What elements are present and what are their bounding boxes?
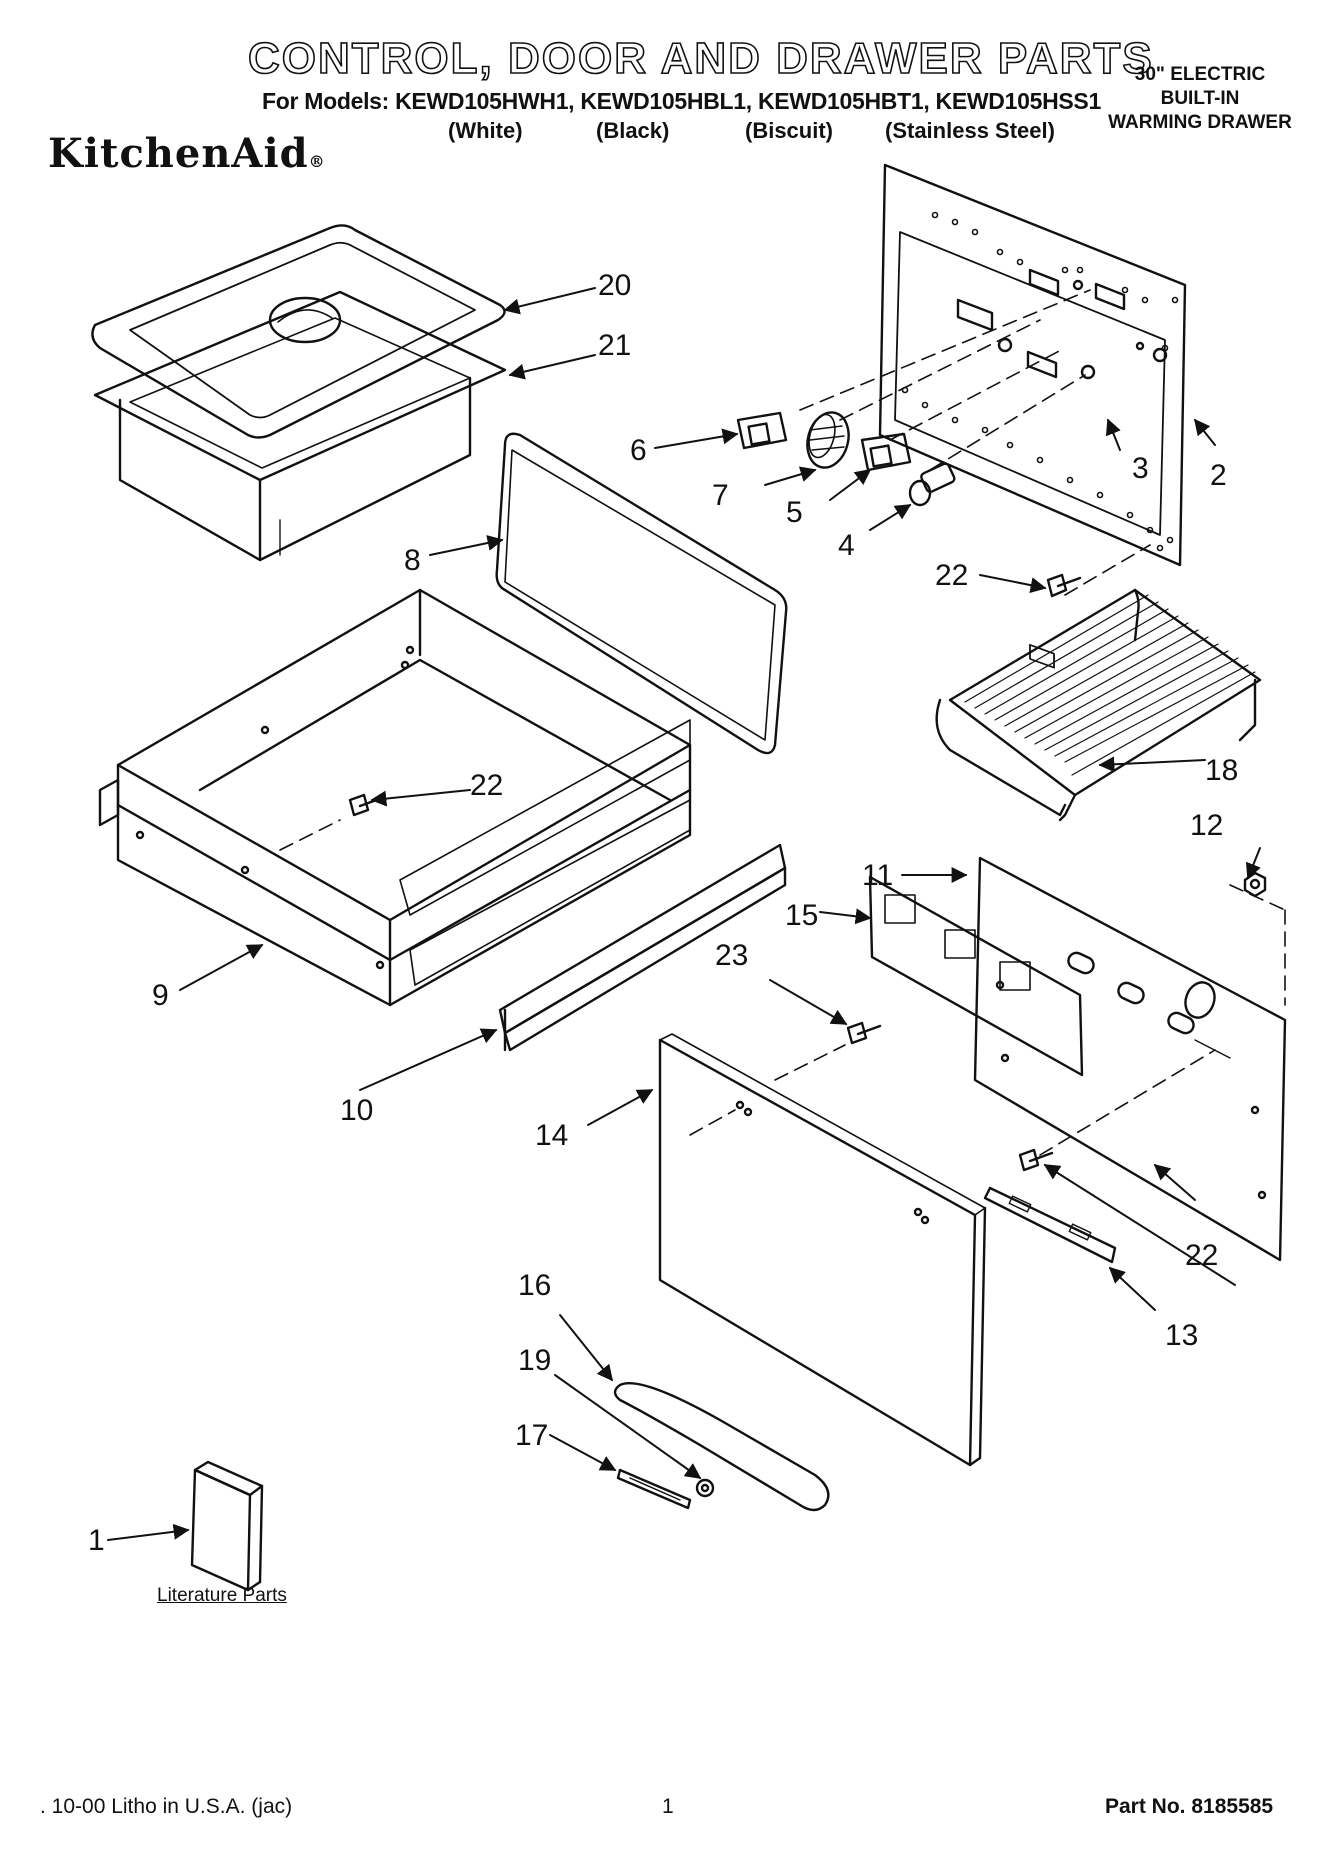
gasket-part-8 bbox=[495, 432, 788, 755]
bracket-part-15 bbox=[868, 875, 1084, 1077]
indicator-light-part-4 bbox=[908, 462, 956, 507]
callout-18: 18 bbox=[1205, 754, 1238, 787]
callout-13: 13 bbox=[1165, 1319, 1198, 1352]
callout-23: 23 bbox=[715, 939, 748, 972]
callout-3: 3 bbox=[1132, 452, 1149, 485]
knob-part-7 bbox=[806, 411, 850, 469]
screw-part-19 bbox=[695, 1478, 715, 1498]
drawer-box-part-9 bbox=[98, 588, 692, 1007]
pan-part-21 bbox=[93, 290, 507, 562]
footer-litho: . 10-00 Litho in U.S.A. (jac) bbox=[40, 1795, 293, 1818]
screw-part-22-top bbox=[1046, 573, 1082, 598]
control-panel-part bbox=[878, 163, 1187, 669]
callout-22-top: 22 bbox=[935, 559, 968, 592]
models-line: For Models: KEWD105HWH1, KEWD105HBL1, KE… bbox=[262, 88, 1101, 114]
hinge-part-13 bbox=[983, 1186, 1117, 1264]
callout-numbers: 1 2 3 4 5 6 7 8 9 10 11 12 13 14 15 16 1… bbox=[88, 269, 1238, 1557]
finish-white: (White) bbox=[448, 118, 523, 143]
inner-panel-part-11 bbox=[973, 856, 1287, 1262]
rack-part-18 bbox=[935, 588, 1262, 822]
callout-10: 10 bbox=[340, 1094, 373, 1127]
finish-biscuit: (Biscuit) bbox=[745, 118, 833, 143]
callout-5: 5 bbox=[786, 496, 803, 529]
literature-part-1 bbox=[190, 1460, 264, 1592]
switch-part-5 bbox=[860, 432, 912, 472]
brand-logo: KitchenAid® bbox=[48, 130, 326, 177]
callout-9: 9 bbox=[152, 979, 169, 1012]
alignment-lines bbox=[279, 289, 1286, 1156]
callout-6: 6 bbox=[630, 434, 647, 467]
callout-12: 12 bbox=[1190, 809, 1223, 842]
finish-stainless: (Stainless Steel) bbox=[885, 118, 1055, 143]
brand-registered-mark: ® bbox=[308, 152, 326, 171]
leader-arrows bbox=[107, 287, 1261, 1541]
callout-20: 20 bbox=[598, 269, 631, 302]
finish-black: (Black) bbox=[596, 118, 670, 143]
switch-part-6 bbox=[736, 411, 788, 450]
callout-17: 17 bbox=[515, 1419, 548, 1452]
callout-7: 7 bbox=[712, 479, 729, 512]
screw-part-22-lower bbox=[1018, 1148, 1054, 1172]
callout-11: 11 bbox=[862, 859, 893, 892]
door-panel-part-14 bbox=[658, 1033, 987, 1467]
product-line-3: WARMING DRAWER bbox=[1108, 112, 1292, 133]
callout-2: 2 bbox=[1210, 459, 1227, 492]
callout-4: 4 bbox=[838, 529, 855, 562]
product-line-1: 30" ELECTRIC bbox=[1134, 64, 1266, 85]
literature-parts-label: Literature Parts bbox=[157, 1585, 287, 1606]
screw-part-22-drawer bbox=[348, 793, 384, 817]
callout-21: 21 bbox=[598, 329, 631, 362]
footer-page-number: 1 bbox=[662, 1795, 674, 1818]
screw-part-23 bbox=[846, 1021, 882, 1045]
callout-14: 14 bbox=[535, 1119, 568, 1152]
pan-lid-part-20 bbox=[91, 224, 506, 439]
callout-22-lower: 22 bbox=[1185, 1239, 1218, 1272]
footer-part-number: Part No. 8185585 bbox=[1105, 1795, 1274, 1818]
callout-16: 16 bbox=[518, 1269, 551, 1302]
product-line-2: BUILT-IN bbox=[1160, 88, 1240, 109]
callout-19: 19 bbox=[518, 1344, 551, 1377]
handle-part-16 bbox=[613, 1381, 830, 1512]
brand-name: KitchenAid bbox=[48, 130, 309, 177]
page-title: CONTROL, DOOR AND DRAWER PARTS bbox=[247, 33, 1154, 84]
callout-15: 15 bbox=[785, 899, 818, 932]
callout-8: 8 bbox=[404, 544, 421, 577]
badge-part-17 bbox=[616, 1468, 692, 1510]
callout-22-drawer: 22 bbox=[470, 769, 503, 802]
callout-1: 1 bbox=[88, 1524, 105, 1557]
slide-rail-part-10 bbox=[498, 843, 787, 1052]
